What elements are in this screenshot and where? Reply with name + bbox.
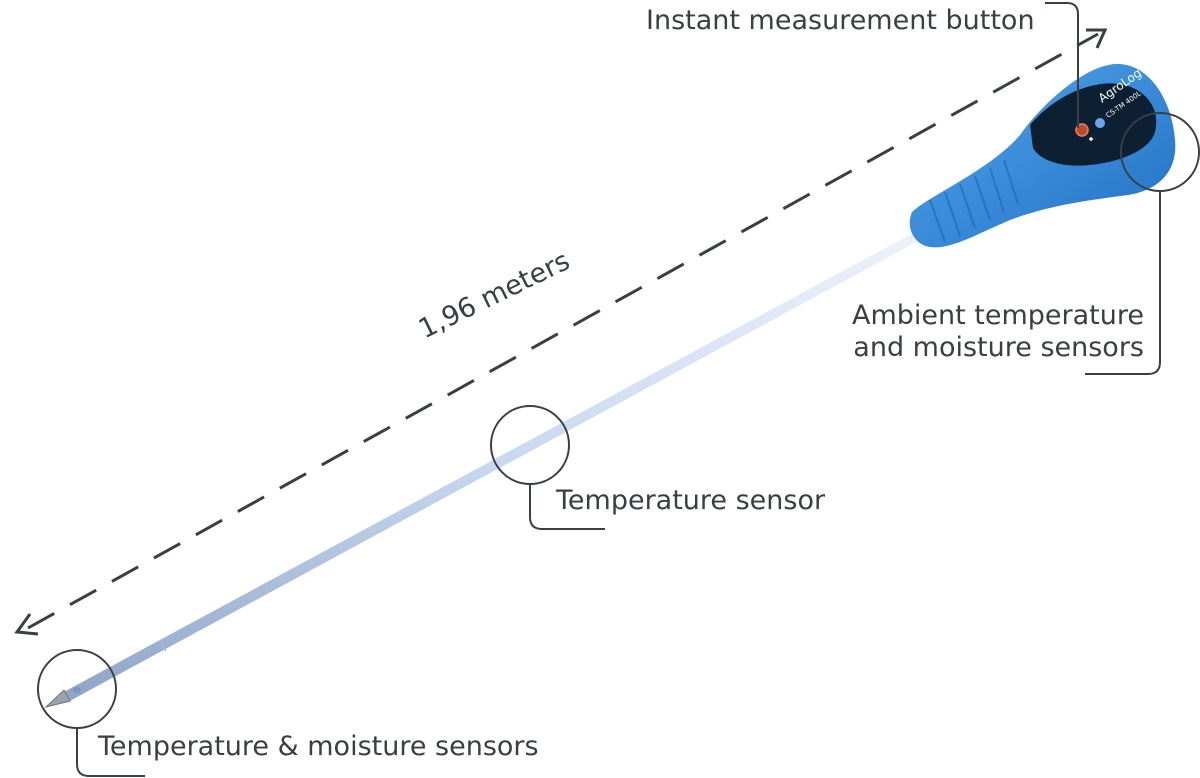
label-ambient-sensors: Ambient temperature and moisture sensors (836, 300, 1144, 365)
callout-temperature (490, 405, 605, 530)
label-temperature-sensor: Temperature sensor (556, 485, 826, 516)
arrow-head-right-icon (1086, 28, 1108, 49)
label-temperature-moisture-sensors: Temperature & moisture sensors (98, 731, 539, 762)
label-ambient-line2: and moisture sensors (853, 332, 1144, 364)
arrow-head-left-icon (14, 613, 39, 636)
probe-handle: AgroLog CS-TM 400L (909, 63, 1176, 248)
tip-sensor-dot (73, 687, 81, 693)
callout-temp-moisture (37, 649, 145, 777)
indicator-led-icon (1095, 118, 1105, 128)
label-instant-measurement-button: Instant measurement button (646, 5, 1035, 36)
length-dimension-arrow (14, 28, 1108, 636)
callout-button (1045, 2, 1079, 128)
label-ambient-line1: Ambient temperature (851, 300, 1144, 331)
callout-ambient (1085, 112, 1200, 375)
probe-tip (44, 689, 71, 708)
